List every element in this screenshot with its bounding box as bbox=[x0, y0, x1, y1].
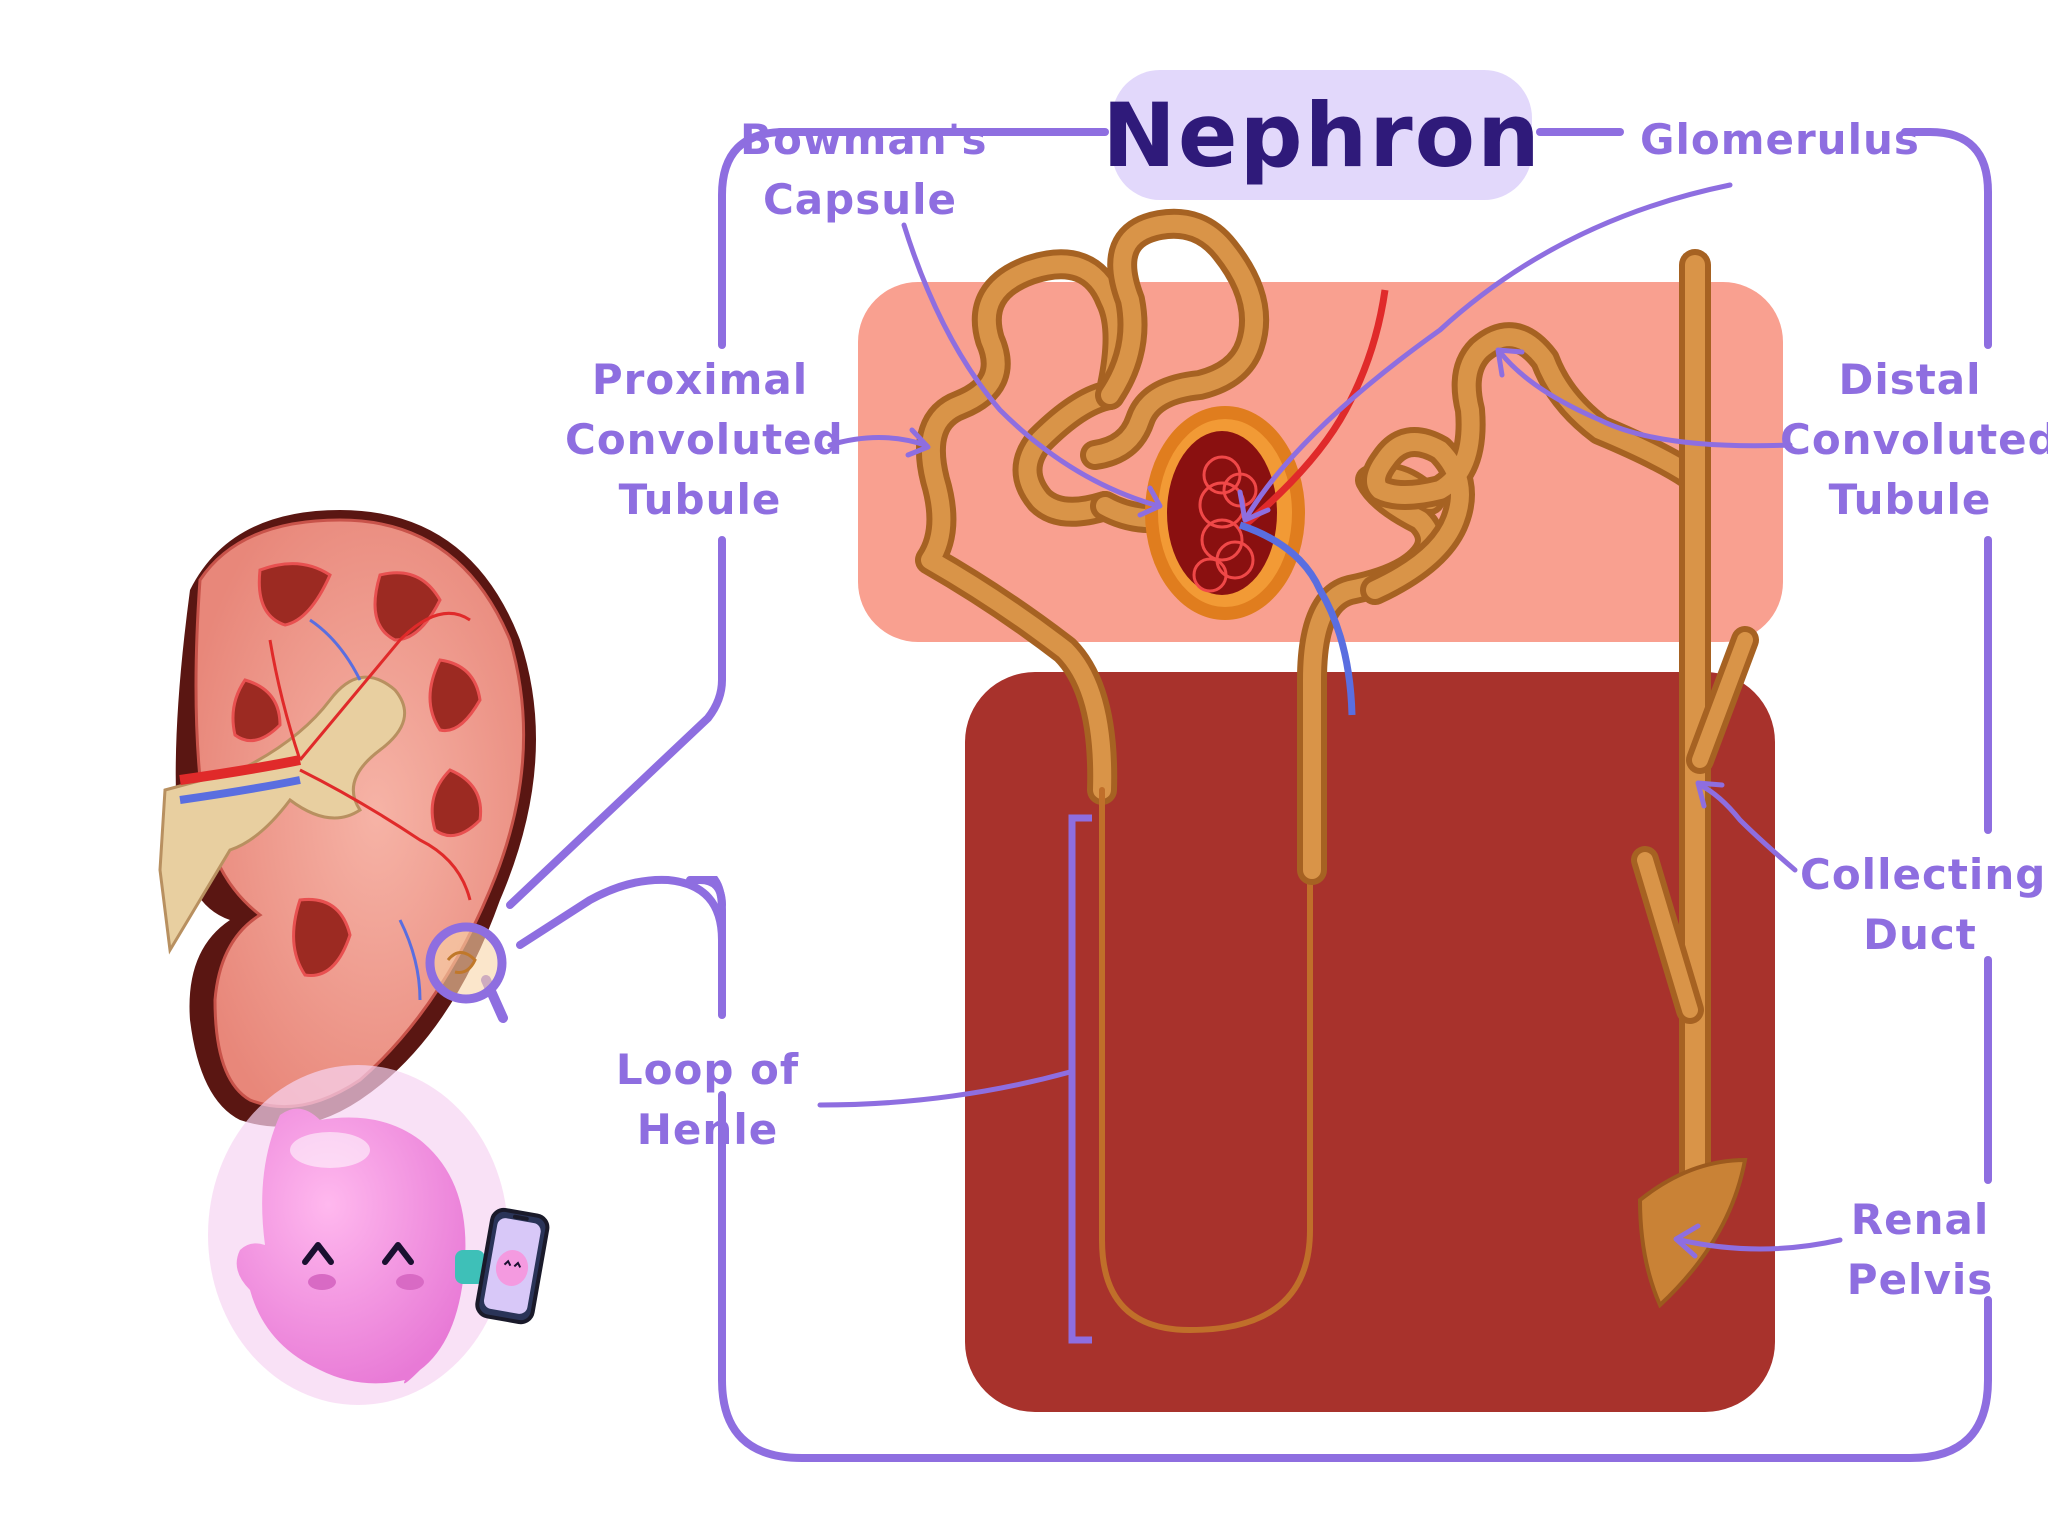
proximal-line-3: Tubule bbox=[618, 475, 782, 524]
proximal-line-1: Proximal bbox=[591, 355, 809, 404]
phone-icon bbox=[475, 1207, 550, 1325]
magnifier-icon bbox=[425, 922, 508, 1023]
pointer-arrows bbox=[817, 182, 1843, 1259]
renal-line-2: Pelvis bbox=[1846, 1255, 1994, 1304]
pink-blob-mascot-icon bbox=[208, 1065, 508, 1405]
renal-pelvis-label: Renal Pelvis bbox=[1830, 1190, 2010, 1310]
collecting-duct-label: Collecting Duct bbox=[1800, 845, 2047, 965]
bowmans-capsule-shape bbox=[1145, 406, 1305, 620]
efferent-venule bbox=[1238, 521, 1356, 716]
bowmans-capsule-line-2: Capsule bbox=[762, 175, 957, 224]
loop-line-2: Henle bbox=[636, 1105, 779, 1154]
loop-of-henle-label: Loop of Henle bbox=[600, 1040, 815, 1160]
renal-pelvis-shape bbox=[1637, 1157, 1748, 1309]
loop-of-henle-bracket bbox=[1068, 814, 1092, 1344]
distal-line-1: Distal bbox=[1838, 355, 1982, 404]
collecting-line-1: Collecting bbox=[1800, 850, 2047, 899]
bowmans-capsule-label: Bowman's Capsule bbox=[740, 110, 988, 230]
proximal-convoluted-tubule-label: Proximal Convoluted Tubule bbox=[565, 350, 844, 530]
page-title: Nephron bbox=[1102, 70, 1540, 200]
glomerulus-label: Glomerulus bbox=[1640, 110, 1920, 170]
afferent-arteriole bbox=[1242, 289, 1389, 528]
distal-line-3: Tubule bbox=[1828, 475, 1992, 524]
medulla-region bbox=[965, 672, 1775, 1412]
glomerulus-line-1: Glomerulus bbox=[1640, 115, 1920, 164]
renal-line-1: Renal bbox=[1850, 1195, 1990, 1244]
proximal-line-2: Convoluted bbox=[565, 415, 844, 464]
distal-line-2: Convoluted bbox=[1780, 415, 2048, 464]
loop-line-1: Loop of bbox=[615, 1045, 800, 1094]
distal-convoluted-tubule-label: Distal Convoluted Tubule bbox=[1780, 350, 2048, 530]
collecting-line-2: Duct bbox=[1863, 910, 1977, 959]
bowmans-capsule-line-1: Bowman's bbox=[740, 115, 988, 164]
frame bbox=[506, 128, 1992, 1462]
kidney-cross-section-icon bbox=[158, 510, 536, 1127]
